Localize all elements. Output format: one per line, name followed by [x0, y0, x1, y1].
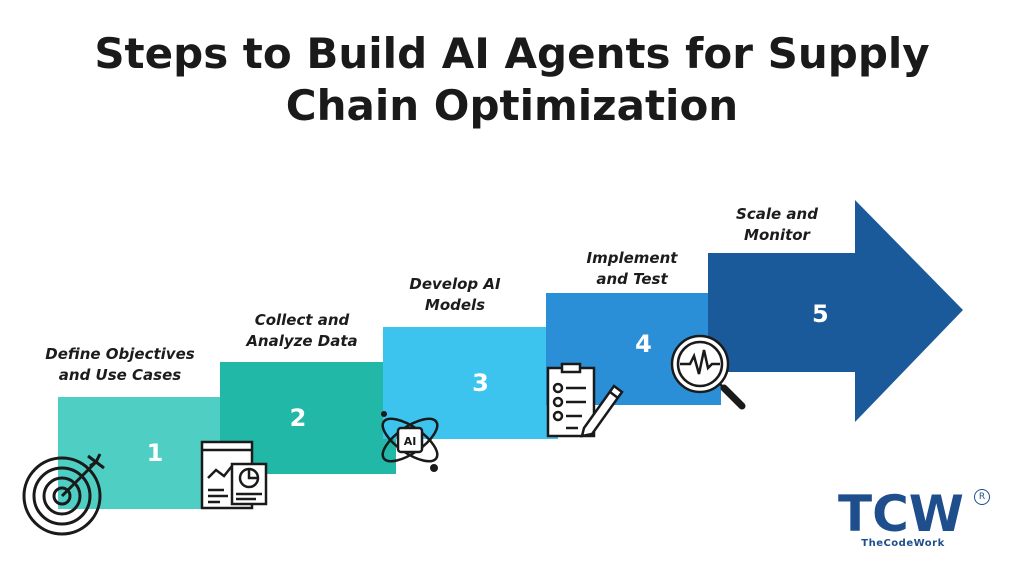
registered-mark: R — [974, 489, 990, 505]
step-3-number: 3 — [472, 369, 489, 397]
svg-text:AI: AI — [404, 435, 417, 448]
step-2-label: Collect and Analyze Data — [232, 310, 372, 352]
step-4-label: Implement and Test — [572, 248, 692, 290]
title-line-1: Steps to Build AI Agents for Supply — [94, 29, 930, 78]
data-report-icon — [200, 440, 268, 510]
magnifier-pulse-icon — [670, 334, 746, 410]
step-5-arrow-shape — [708, 200, 963, 422]
step-3-label-line-2: Models — [424, 296, 486, 314]
step-5-number: 5 — [812, 300, 829, 328]
step-3-label-line-1: Develop AI — [409, 275, 501, 293]
checklist-pencil-icon — [546, 362, 624, 438]
step-4-label-line-1: Implement — [586, 249, 678, 267]
logo-tagline: TheCodeWork — [861, 538, 945, 549]
step-3-block: 3 — [383, 327, 558, 439]
step-3-label: Develop AI Models — [395, 274, 515, 316]
page-title: Steps to Build AI Agents for Supply Chai… — [0, 28, 1024, 132]
step-1-number: 1 — [146, 439, 164, 467]
step-2-label-line-1: Collect and — [254, 311, 350, 329]
target-icon — [22, 453, 105, 536]
step-1-label-line-1: Define Objectives — [45, 345, 195, 363]
step-5-label: Scale and Monitor — [722, 204, 832, 246]
step-5-arrow — [708, 200, 963, 422]
ai-atom-icon: AI — [381, 411, 439, 472]
step-2-number: 2 — [289, 404, 307, 432]
step-5-label-line-2: Monitor — [744, 226, 810, 244]
tcw-logo: TCW — [838, 487, 964, 537]
step-1-label: Define Objectives and Use Cases — [40, 344, 200, 386]
title-line-2: Chain Optimization — [285, 81, 739, 130]
step-5-label-line-1: Scale and — [736, 205, 818, 223]
logo-text: TCW — [838, 487, 964, 537]
step-2-label-line-2: Analyze Data — [246, 332, 358, 350]
step-4-number: 4 — [635, 330, 652, 358]
step-4-label-line-2: and Test — [596, 270, 668, 288]
step-1-label-line-2: and Use Cases — [58, 366, 182, 384]
